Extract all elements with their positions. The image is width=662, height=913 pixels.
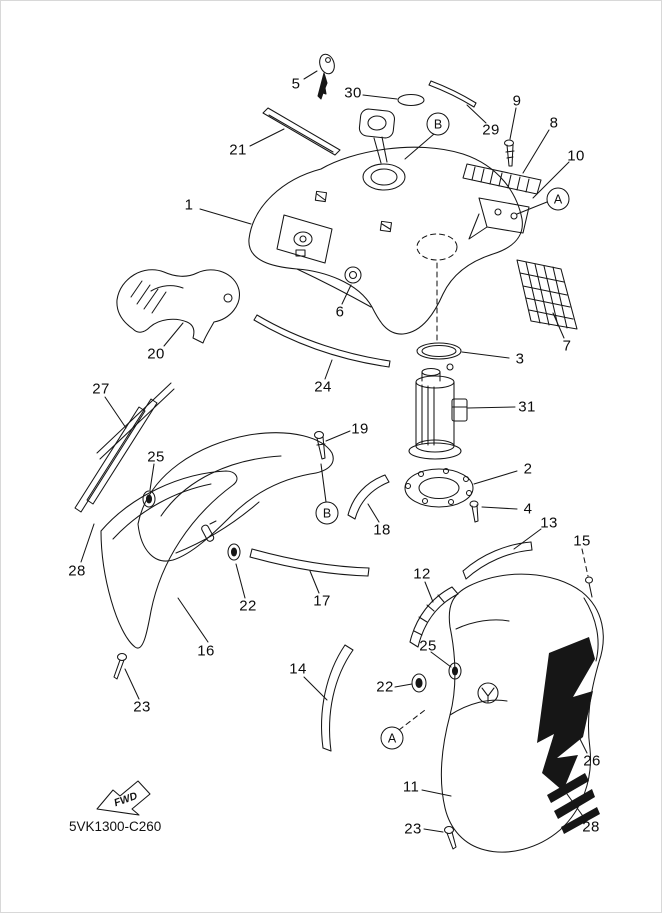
callout-b-top: B [426, 112, 450, 136]
part-label-19: 19 [351, 420, 369, 438]
part-label-20: 20 [147, 345, 165, 363]
grommet-22-right [411, 673, 427, 693]
pin-22 [201, 520, 217, 542]
leader-lines [80, 70, 588, 833]
screw-9 [503, 139, 515, 167]
part-label-28-left: 28 [68, 562, 86, 580]
screw-19 [313, 430, 326, 460]
trim-strip-14 [321, 644, 354, 752]
part-label-26: 26 [583, 752, 601, 770]
trim-strip-12 [409, 586, 459, 648]
decal-27 [74, 382, 175, 513]
bracket-8 [462, 163, 542, 195]
part-label-11: 11 [402, 778, 420, 796]
part-label-23-right: 23 [404, 820, 422, 838]
part-label-27: 27 [92, 380, 110, 398]
part-label-14: 14 [289, 660, 307, 678]
part-label-22-left: 22 [239, 597, 257, 615]
scoop-panel [137, 432, 334, 562]
part-label-8: 8 [549, 114, 559, 132]
screw-23-right [443, 825, 457, 850]
gasket-ring-2 [404, 467, 474, 508]
part-label-29: 29 [482, 121, 500, 139]
grommet-22-left [227, 543, 241, 561]
part-label-15: 15 [573, 532, 591, 550]
part-label-25-left: 25 [147, 448, 165, 466]
part-label-3: 3 [515, 350, 525, 368]
rod-29 [428, 80, 477, 108]
part-label-6: 6 [335, 303, 345, 321]
part-label-23-left: 23 [133, 698, 151, 716]
part-label-4: 4 [523, 500, 533, 518]
grommet-25-right [448, 662, 462, 680]
part-label-12: 12 [413, 565, 431, 583]
callout-a-top: A [546, 187, 570, 211]
part-label-2: 2 [523, 460, 533, 478]
callout-b-middle: B [315, 501, 339, 525]
screw-23-left [113, 652, 128, 680]
gasket-3 [416, 342, 462, 360]
side-panel-16 [100, 470, 238, 649]
part-label-13: 13 [540, 514, 558, 532]
fwd-arrow: FWD [96, 780, 151, 816]
part-label-10: 10 [567, 147, 585, 165]
fuel-tank [248, 146, 523, 335]
part-label-30: 30 [344, 84, 362, 102]
grommet-25-left [142, 490, 156, 508]
emblem-26 [537, 637, 595, 791]
dashed-lines [398, 233, 589, 731]
washer-6 [344, 266, 362, 284]
part-label-25-right: 25 [419, 637, 437, 655]
part-label-22-right: 22 [376, 678, 394, 696]
fuel-pump-31 [408, 363, 468, 460]
side-cover-11 [440, 573, 604, 853]
callout-a-bottom: A [380, 726, 404, 750]
tank-cap [358, 108, 395, 164]
diagram-code: 5VK1300-C260 [69, 819, 162, 834]
part-label-9: 9 [512, 92, 522, 110]
part-label-1: 1 [184, 196, 194, 214]
part-label-28-right: 28 [582, 818, 600, 836]
part-label-16: 16 [197, 642, 215, 660]
logo-emblem [477, 682, 499, 704]
bracket-10 [468, 197, 530, 240]
part-label-31: 31 [518, 398, 536, 416]
part-label-17: 17 [313, 592, 331, 610]
part-label-21: 21 [229, 141, 247, 159]
part-label-24: 24 [314, 378, 332, 396]
key [317, 53, 335, 100]
part-label-7: 7 [562, 337, 572, 355]
trim-strip-24 [253, 314, 391, 368]
trim-strip-17 [249, 548, 370, 577]
trim-strip-18 [347, 474, 390, 520]
heat-shield-7 [516, 259, 578, 330]
screw-15 [584, 576, 594, 598]
trim-strip-13 [462, 541, 533, 580]
trim-strip-21 [262, 107, 341, 156]
screw-4 [469, 500, 479, 523]
cap-oval [397, 93, 425, 107]
part-label-5: 5 [291, 75, 301, 93]
front-bracket-20 [116, 269, 240, 344]
part-label-18: 18 [373, 521, 391, 539]
